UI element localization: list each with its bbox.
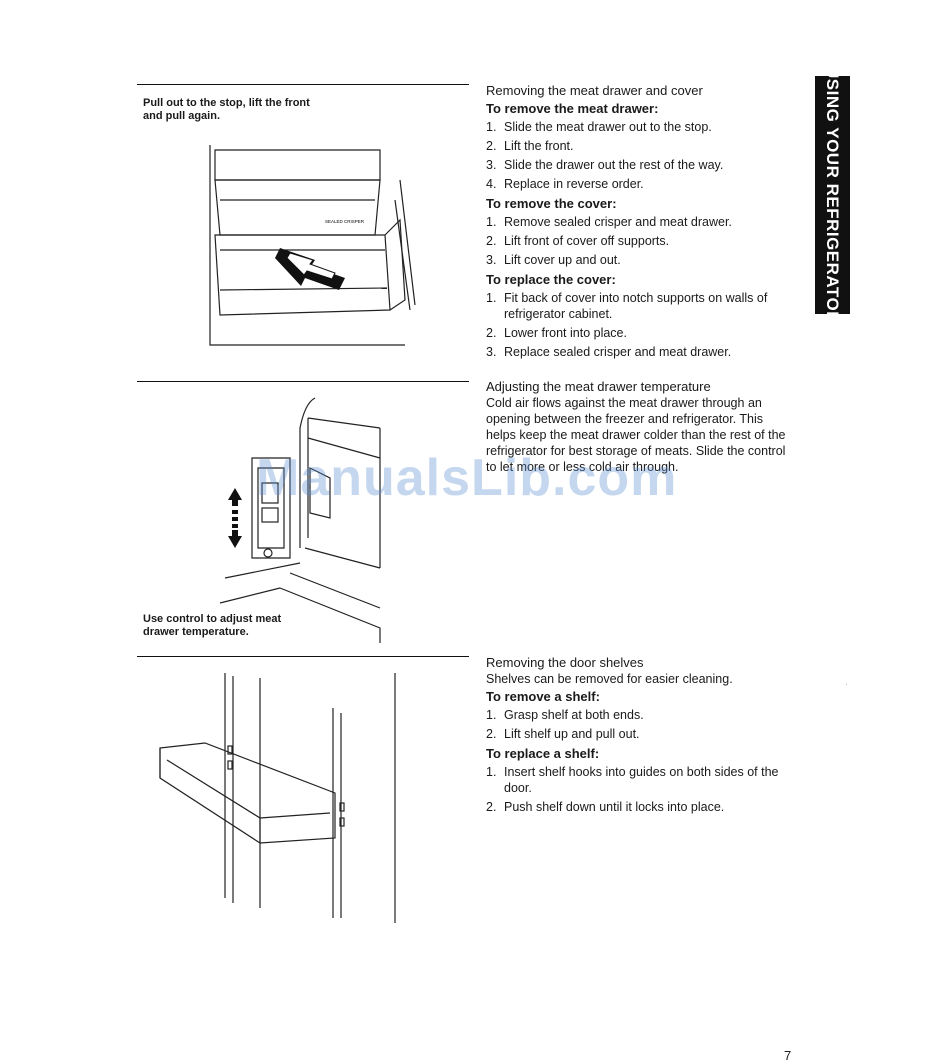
meat-drawer-illustration: SEALED CRISPER <box>209 145 416 346</box>
list-item: 2.Lower front into place. <box>486 326 627 340</box>
remove-drawer-steps: 1.Slide the meat drawer out to the stop.… <box>486 119 796 192</box>
list-item: 1.Slide the meat drawer out to the stop. <box>486 120 712 134</box>
meat-drawer-section: Removing the meat drawer and cover To re… <box>486 82 796 363</box>
list-item: 2.Lift the front. <box>486 139 574 153</box>
list-item: 3.Slide the drawer out the rest of the w… <box>486 158 724 172</box>
section-divider-1 <box>137 84 469 85</box>
list-item: 1.Grasp shelf at both ends. <box>486 708 644 722</box>
remove-shelf-steps: 1.Grasp shelf at both ends. 2.Lift shelf… <box>486 707 796 742</box>
meat-drawer-section-title: Removing the meat drawer and cover <box>486 83 703 98</box>
door-shelves-section-title: Removing the door shelves <box>486 655 644 670</box>
list-item: 2.Push shelf down until it locks into pl… <box>486 800 725 814</box>
replace-cover-steps: 1.Fit back of cover into notch supports … <box>486 290 796 360</box>
temperature-body: Cold air flows against the meat drawer t… <box>486 396 786 474</box>
meat-drawer-figure-caption: Pull out to the stop, lift the front and… <box>143 97 310 122</box>
list-item: 1.Remove sealed crisper and meat drawer. <box>486 215 732 229</box>
sealed-crisper-label: SEALED CRISPER <box>325 219 365 224</box>
remove-shelf-heading: To remove a shelf: <box>486 689 600 704</box>
door-shelves-section: Removing the door shelves Shelves can be… <box>486 654 796 818</box>
remove-cover-heading: To remove the cover: <box>486 196 617 211</box>
list-item: 4.Replace in reverse order. <box>486 177 644 191</box>
door-shelves-intro: Shelves can be removed for easier cleani… <box>486 672 733 686</box>
section-divider-2 <box>137 381 469 382</box>
temperature-section-title: Adjusting the meat drawer temperature <box>486 379 711 394</box>
chapter-side-tab-label: USING YOUR REFRIGERATOR <box>823 65 843 325</box>
list-item: 2.Lift shelf up and pull out. <box>486 727 640 741</box>
chapter-side-tab: USING YOUR REFRIGERATOR <box>815 66 850 324</box>
list-item: 3.Lift cover up and out. <box>486 253 621 267</box>
list-item: 2.Lift front of cover off supports. <box>486 234 670 248</box>
stray-mark: · <box>845 680 848 689</box>
watermark: ManualsLib.com <box>256 449 678 507</box>
door-shelf-illustration <box>159 673 396 923</box>
replace-shelf-steps: 1.Insert shelf hooks into guides on both… <box>486 764 796 815</box>
list-item: 1.Fit back of cover into notch supports … <box>486 291 768 321</box>
page-number: 7 <box>784 1048 792 1063</box>
section-divider-3 <box>137 656 469 657</box>
temperature-figure-caption: Use control to adjust meat drawer temper… <box>143 613 282 638</box>
remove-drawer-heading: To remove the meat drawer: <box>486 101 659 116</box>
list-item: 3.Replace sealed crisper and meat drawer… <box>486 345 732 359</box>
temperature-section: Adjusting the meat drawer temperature Co… <box>486 378 796 476</box>
list-item: 1.Insert shelf hooks into guides on both… <box>486 765 779 795</box>
replace-shelf-heading: To replace a shelf: <box>486 746 600 761</box>
remove-cover-steps: 1.Remove sealed crisper and meat drawer.… <box>486 214 796 268</box>
replace-cover-heading: To replace the cover: <box>486 272 616 287</box>
temperature-control-illustration <box>219 397 381 643</box>
